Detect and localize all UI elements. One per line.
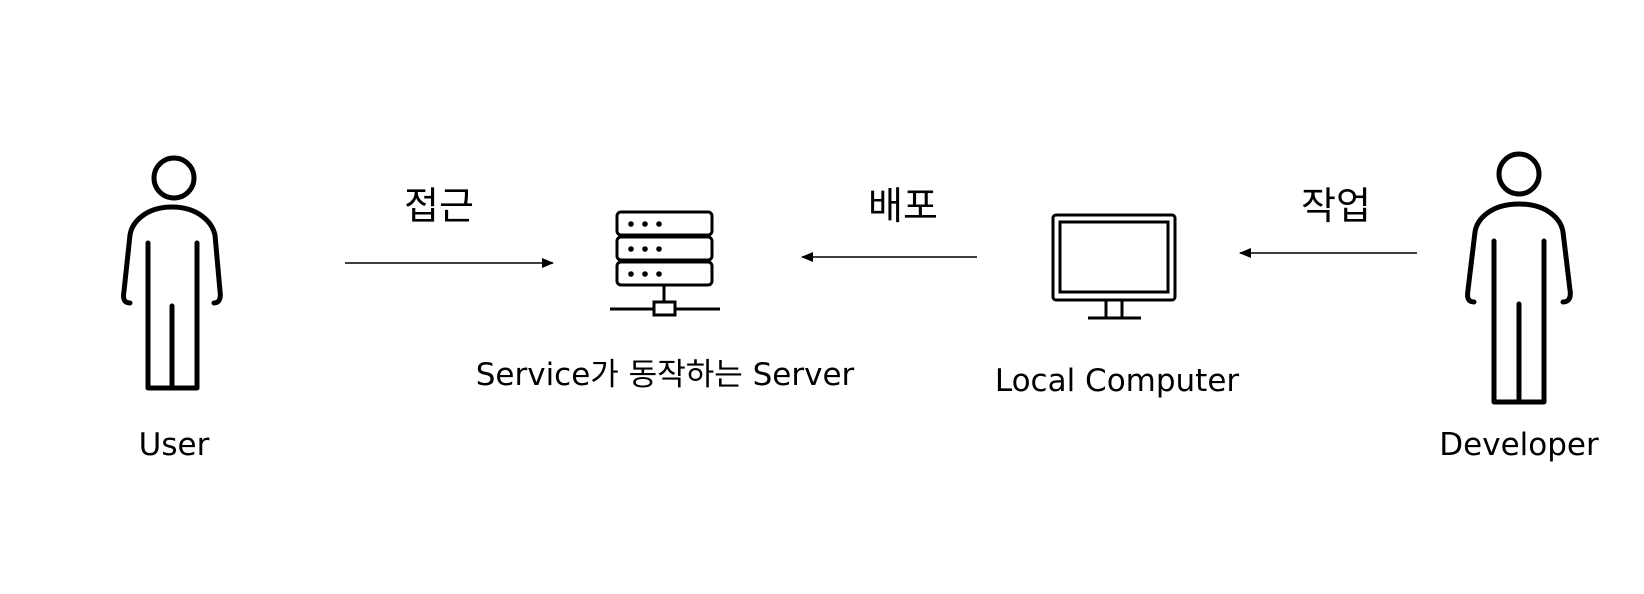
developer-person-icon [1465, 151, 1573, 405]
deploy-edge-label: 배포 [868, 184, 938, 228]
work-edge-label: 작업 [1301, 184, 1371, 228]
user-label: User [138, 427, 210, 463]
server-label: Service가 동작하는 Server [475, 357, 855, 393]
server-icon [610, 210, 720, 317]
access-edge-label: 접근 [404, 184, 474, 228]
server-indicator-dots [628, 221, 662, 277]
user-person-icon [121, 155, 223, 391]
developer-label: Developer [1439, 427, 1599, 463]
monitor-icon [1051, 213, 1177, 320]
local-computer-label: Local Computer [994, 363, 1240, 399]
